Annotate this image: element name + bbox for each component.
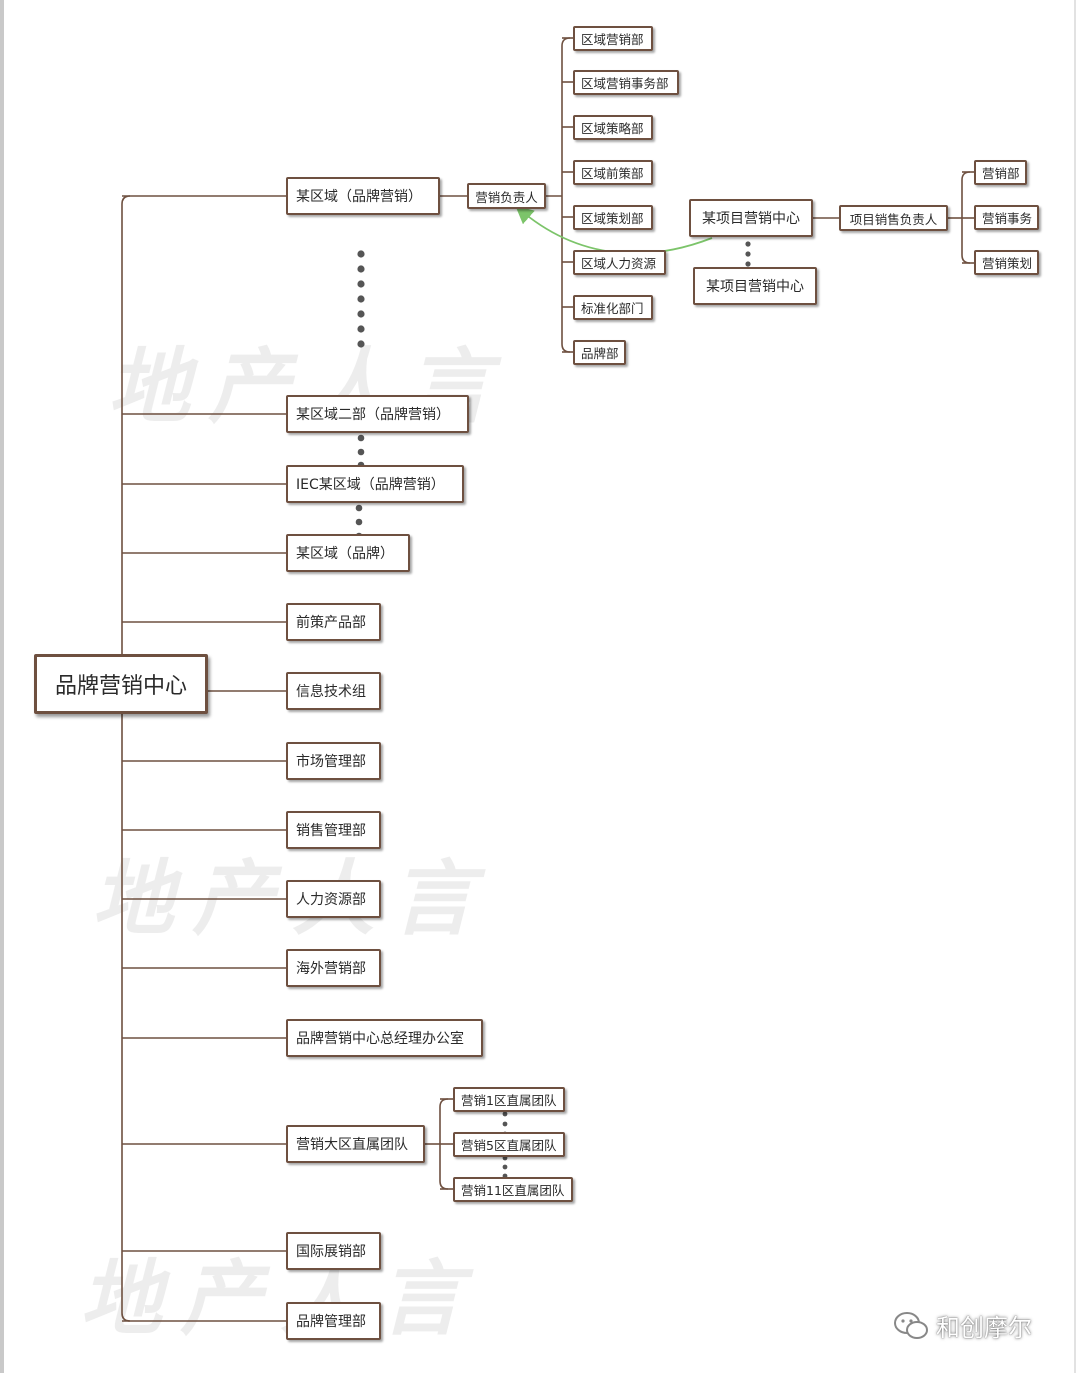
branch-node: 营销大区直属团队: [286, 1125, 425, 1163]
regional-dept-node: 标准化部门: [573, 295, 653, 320]
direct-team-node: 营销5区直属团队: [453, 1132, 565, 1157]
main-trunk-line: [121, 195, 131, 1322]
regional-dept-node: 品牌部: [573, 340, 626, 365]
project-dept-node: 营销部: [974, 160, 1027, 185]
branch-node: 人力资源部: [286, 880, 381, 918]
branch-node: 某区域（品牌）: [286, 534, 410, 572]
branch-node: 某区域（品牌营销）: [286, 177, 440, 215]
regional-dept-node: 区域策划部: [573, 205, 653, 230]
project-dept-node: 营销策划: [974, 250, 1039, 275]
branch-node: IEC某区域（品牌营销）: [286, 465, 464, 503]
direct-team-node: 营销11区直属团队: [453, 1177, 573, 1202]
watermark: 地产人言: [80, 1251, 480, 1347]
project-dept-node: 营销事务: [974, 205, 1039, 230]
regional-dept-node: 区域前策部: [573, 160, 653, 185]
branch-node: 某区域二部（品牌营销）: [286, 395, 469, 433]
marketing-head-node: 营销负责人: [467, 183, 546, 209]
wechat-icon: [894, 1311, 928, 1339]
brand-name: 和创摩尔: [936, 1314, 1032, 1342]
project-center-node: 某项目营销中心: [693, 267, 817, 305]
project-center-node: 某项目营销中心: [689, 199, 813, 237]
regional-dept-node: 区域营销事务部: [573, 70, 679, 95]
branch-node: 销售管理部: [286, 811, 381, 849]
regional-dept-node: 区域营销部: [573, 26, 653, 51]
branch-node: 信息技术组: [286, 672, 381, 710]
branch-node: 前策产品部: [286, 603, 381, 641]
project-sales-head-node: 项目销售负责人: [839, 205, 948, 231]
branch-node: 品牌营销中心总经理办公室: [286, 1019, 483, 1057]
regional-dept-node: 区域人力资源: [573, 250, 666, 275]
page-right-border: [1074, 0, 1076, 1373]
direct-team-node: 营销1区直属团队: [453, 1087, 565, 1112]
root-node: 品牌营销中心: [34, 654, 208, 714]
page-left-border: [0, 0, 4, 1373]
branch-node: 品牌管理部: [286, 1302, 381, 1340]
branch-node: 国际展销部: [286, 1232, 381, 1270]
brand-watermark: 和创摩尔: [892, 1308, 1032, 1343]
regional-dept-node: 区域策略部: [573, 115, 653, 140]
branch-node: 海外营销部: [286, 949, 381, 987]
branch-node: 市场管理部: [286, 742, 381, 780]
